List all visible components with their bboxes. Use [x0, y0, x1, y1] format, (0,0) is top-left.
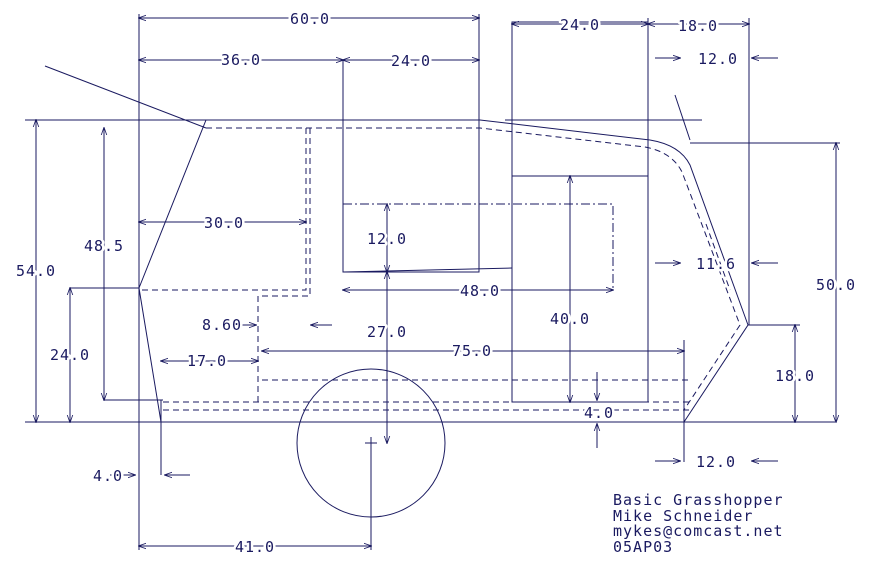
title-block: Basic Grasshopper Mike Schneider mykes@c… [613, 491, 784, 556]
label-axle-height: 27.0 [367, 323, 407, 341]
label-door-width: 24.0 [391, 52, 431, 70]
label-floor-length: 75.0 [452, 342, 492, 360]
galley-shelf [343, 203, 614, 288]
label-front-bottom-offset: 4.0 [93, 467, 123, 485]
inner-hatch [644, 146, 741, 411]
label-window-height: 12.0 [367, 230, 407, 248]
label-overall-length: 60.0 [290, 10, 330, 28]
front-profile-line [138, 119, 207, 423]
front-cabinet-outline [139, 128, 307, 291]
label-rear-top-offset: 12.0 [698, 50, 738, 68]
label-shelf-offset: 8.60 [202, 316, 242, 334]
label-galley-width: 24.0 [560, 16, 600, 34]
label-floor-gap: 4.0 [584, 404, 614, 422]
drawing-title: Basic Grasshopper [613, 491, 784, 509]
label-rear-height: 50.0 [816, 276, 856, 294]
door-bottom [342, 267, 513, 273]
label-rear-slope: 11.6 [696, 255, 736, 273]
label-rear-bottom-offset: 12.0 [696, 453, 736, 471]
label-axle-position: 41.0 [235, 538, 275, 556]
dimension-lines: 60.0 36.0 24.0 24.0 18.0 12.0 54.0 48.5 … [13, 8, 857, 559]
label-tongue-offset: 17.0 [187, 352, 227, 370]
label-front-section: 36.0 [221, 51, 261, 69]
label-overall-height: 54.0 [16, 262, 56, 280]
galley-slope [705, 223, 731, 291]
tongue-line [44, 65, 207, 129]
label-galley-height: 40.0 [550, 310, 590, 328]
roof-line [25, 119, 651, 141]
drawing-date: 05AP03 [613, 537, 674, 556]
inner-roof [206, 127, 646, 148]
hatch-hinge-line [674, 94, 691, 141]
front-cabinet-inner [257, 128, 311, 406]
author-email: mykes@comcast.net [613, 522, 784, 540]
galley-frame [511, 21, 649, 403]
structural-frames [70, 21, 649, 403]
author-name: Mike Schneider [613, 506, 754, 525]
interior-lines [139, 127, 741, 411]
door-frame [342, 59, 480, 273]
label-rear-upper: 18.0 [678, 17, 718, 35]
rear-hatch-curve [649, 139, 749, 423]
label-cabinet-length: 48.0 [460, 282, 500, 300]
trailer-profile [25, 14, 835, 550]
label-front-height: 48.5 [84, 237, 124, 255]
label-front-lower: 24.0 [50, 346, 90, 364]
label-rear-lower: 18.0 [775, 367, 815, 385]
label-cabinet-depth: 30.0 [204, 214, 244, 232]
